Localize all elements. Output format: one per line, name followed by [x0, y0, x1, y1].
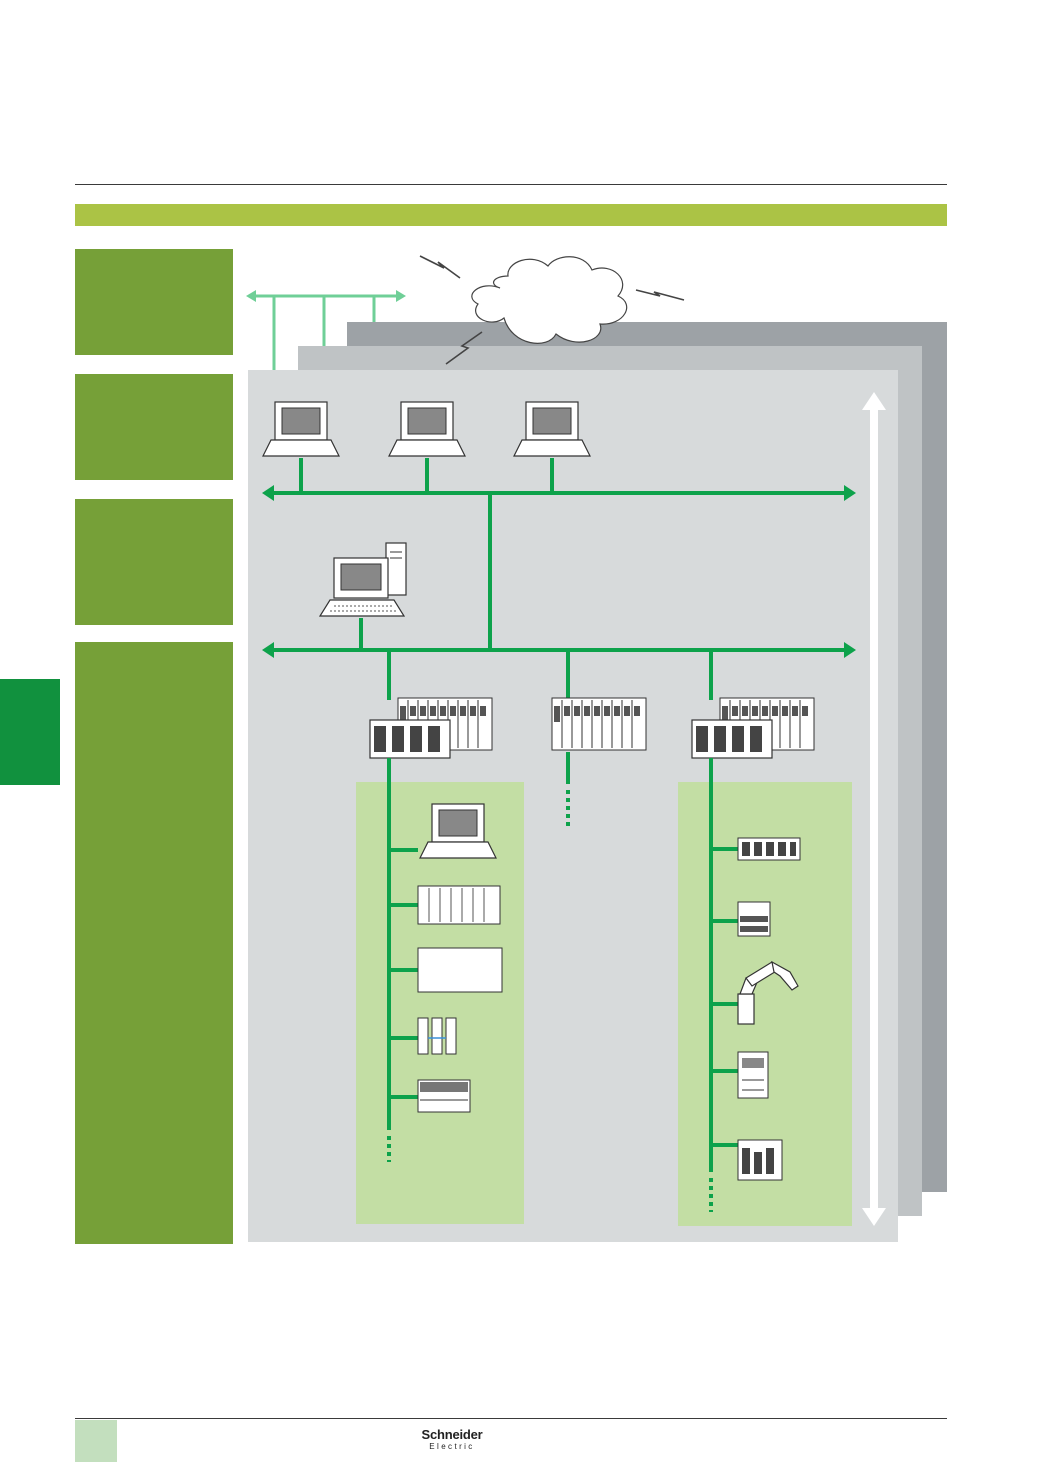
level-block-plant — [75, 374, 233, 480]
operator-terminal-icon — [417, 1079, 471, 1113]
drive-icon — [737, 1051, 769, 1099]
workstation-icon — [513, 401, 591, 457]
lightning-icon — [635, 289, 685, 301]
level-block-enterprise — [75, 249, 233, 355]
section-side-tab — [0, 679, 60, 785]
server-icon — [318, 542, 407, 617]
logo-subtext: Electric — [429, 1442, 475, 1451]
schneider-logo: Schneider Electric — [412, 1428, 492, 1452]
distributed-io-icon — [417, 1017, 457, 1055]
level-block-field — [75, 642, 233, 1244]
cloud-icon — [471, 256, 628, 344]
enterprise-link — [246, 290, 406, 370]
io-rack-icon — [551, 697, 647, 751]
lightning-icon — [419, 255, 461, 279]
io-block-icon — [737, 901, 771, 937]
fieldbus-left — [387, 758, 418, 1162]
motion-controller-icon — [737, 1139, 783, 1181]
robot-arm-icon — [737, 960, 799, 1025]
lightning-icon — [445, 331, 483, 365]
control-network-bus — [262, 618, 856, 700]
fieldbus-right — [709, 758, 738, 1212]
plant-network-bus — [262, 458, 856, 650]
page-number-box — [75, 1420, 117, 1462]
level-block-control — [75, 499, 233, 625]
compact-plc-icon — [737, 837, 801, 861]
logo-wordmark: Schneider — [421, 1427, 483, 1442]
title-band — [75, 204, 947, 226]
footer-rule — [75, 1418, 947, 1419]
header-rule — [75, 184, 947, 185]
io-module-icon — [417, 885, 501, 925]
level-arrow — [862, 392, 886, 1226]
field-device-panel — [417, 947, 503, 993]
